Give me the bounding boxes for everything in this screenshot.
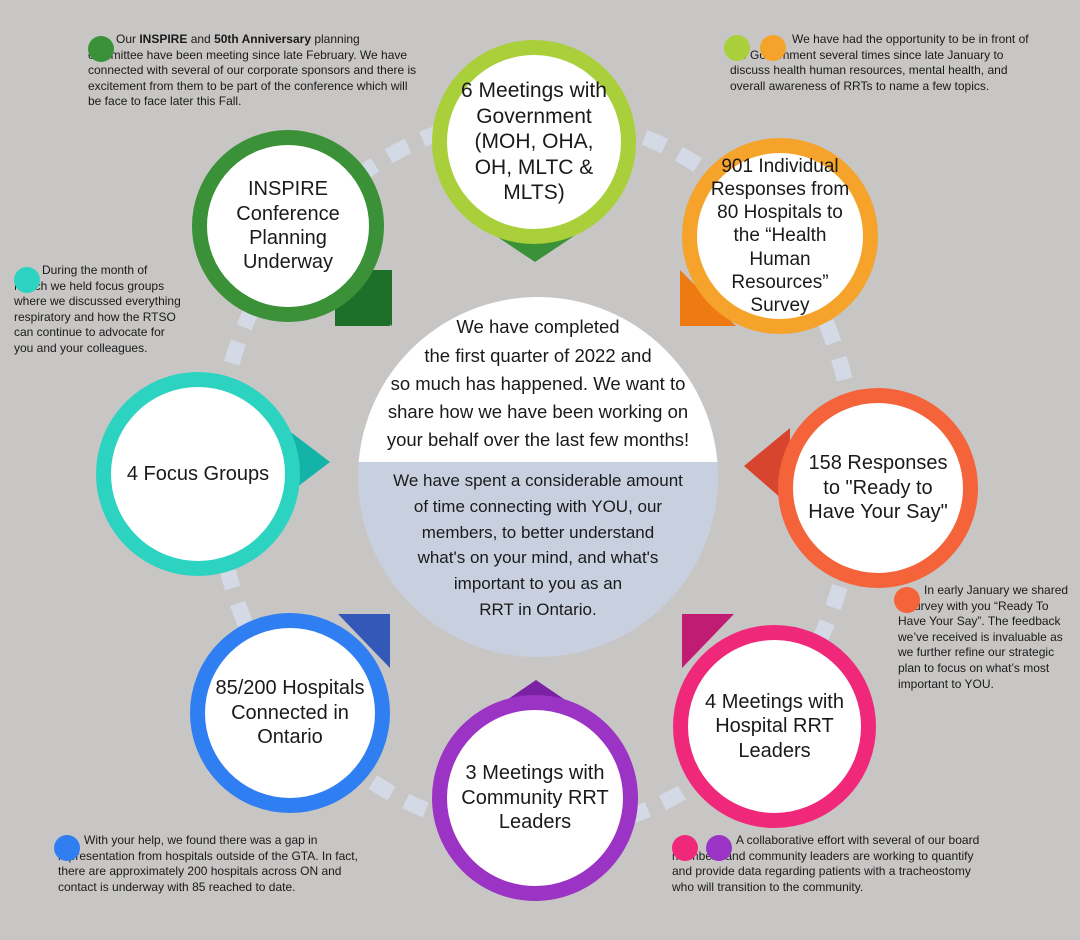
note-hospitals-text: With your help, we found there was a gap… <box>58 833 358 894</box>
note-inspire-text-3: planning committee have been meeting sin… <box>88 32 417 109</box>
pink-dot-icon <box>672 835 698 861</box>
node-focus-groups: 4 Focus Groups <box>96 372 300 576</box>
node-hospital-rrt-label: 4 Meetings with Hospital RRT Leaders <box>705 690 844 762</box>
node-community-rrt-leaders: 3 Meetings with Community RRT Leaders <box>432 695 638 901</box>
note-government-text: We have had the opportunity to be in fro… <box>730 32 1029 93</box>
node-hhr-survey: 901 Individual Responses from 80 Hospita… <box>682 138 878 334</box>
note-hospitals: With your help, we found there was a gap… <box>54 833 358 895</box>
note-inspire-bold-2: 50th Anniversary <box>214 32 311 46</box>
note-ready-text: In early January we shared a survey with… <box>898 583 1069 691</box>
note-government: We have had the opportunity to be in fro… <box>724 32 1030 94</box>
center-detail-text: We have spent a considerable amount of t… <box>393 471 683 620</box>
note-inspire-text-1: Our <box>116 32 140 46</box>
node-community-rrt-label: 3 Meetings with Community RRT Leaders <box>461 762 609 834</box>
node-hospitals-label: 85/200 Hospitals Connected in Ontario <box>215 677 365 749</box>
note-community: A collaborative effort with several of o… <box>672 833 992 895</box>
node-government-meetings: 6 Meetings with Government (MOH, OHA, OH… <box>432 40 636 244</box>
note-inspire-bold-1: INSPIRE <box>139 32 188 46</box>
node-inspire-conference: INSPIRE Conference Planning Underway <box>192 130 384 322</box>
node-inspire-label: INSPIRE Conference Planning Underway <box>236 178 340 274</box>
node-ready-to-have-your-say: 158 Responses to "Ready to Have Your Say… <box>778 388 978 588</box>
purple-dot-icon <box>706 835 732 861</box>
teal-dot-icon <box>14 267 40 293</box>
note-ready-survey: In early January we shared a survey with… <box>894 583 1070 692</box>
node-hospital-rrt-leaders: 4 Meetings with Hospital RRT Leaders <box>673 625 876 828</box>
lime-dot-icon <box>724 35 750 61</box>
coral-dot-icon <box>894 587 920 613</box>
node-hospitals-connected: 85/200 Hospitals Connected in Ontario <box>190 613 390 813</box>
note-focus-text: During the month of March we held focus … <box>14 263 181 355</box>
center-top-half: We have completed the first quarter of 2… <box>358 297 718 462</box>
node-hhr-label: 901 Individual Responses from 80 Hospita… <box>710 155 850 316</box>
node-focus-label: 4 Focus Groups <box>126 462 270 485</box>
note-focus-groups: During the month of March we held focus … <box>14 263 184 357</box>
note-inspire-text-2: and <box>187 32 215 46</box>
node-ready-label: 158 Responses to "Ready to Have Your Say… <box>808 452 948 524</box>
blue-dot-icon <box>54 835 80 861</box>
center-intro-text: We have completed the first quarter of 2… <box>386 316 690 450</box>
note-community-text: A collaborative effort with several of o… <box>672 833 980 894</box>
center-summary: We have completed the first quarter of 2… <box>358 297 718 657</box>
orange-dot-icon <box>760 35 786 61</box>
green-dot-icon <box>88 36 114 62</box>
note-inspire: Our INSPIRE and 50th Anniversary plannin… <box>88 32 418 110</box>
node-government-label: 6 Meetings with Government (MOH, OHA, OH… <box>461 78 607 205</box>
center-bottom-half: We have spent a considerable amount of t… <box>358 462 718 657</box>
